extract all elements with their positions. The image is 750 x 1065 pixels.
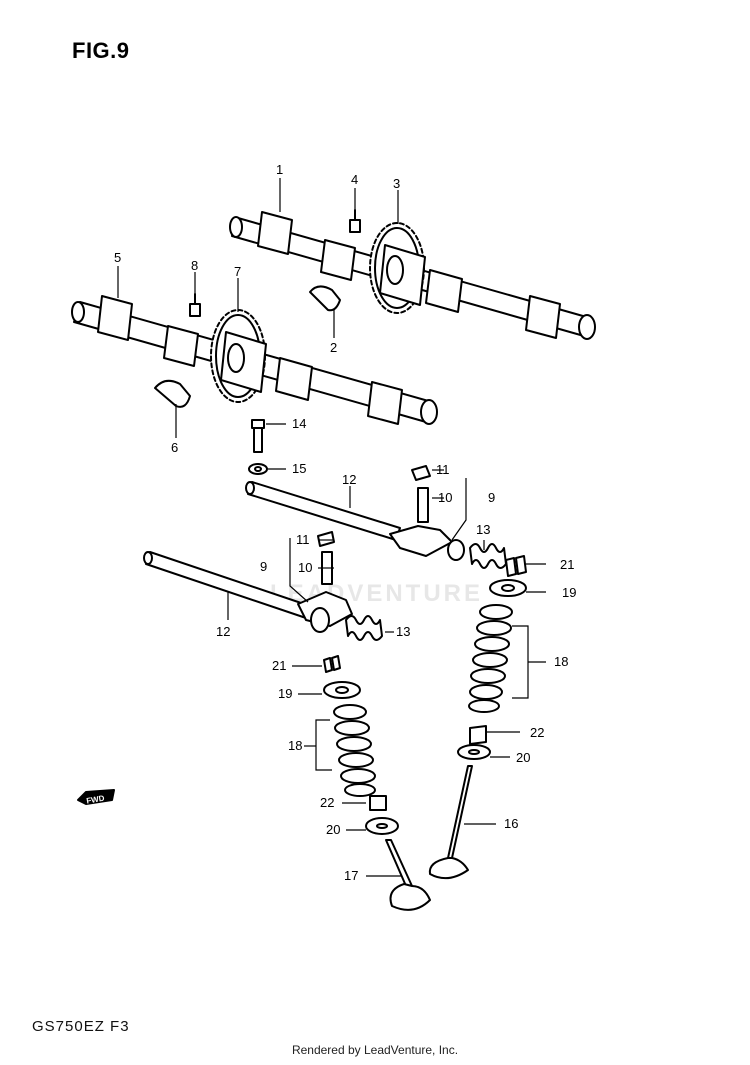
callout-9-upper: 9 (488, 490, 495, 505)
callout-14: 14 (292, 416, 306, 431)
valve-spring-upper (468, 604, 513, 713)
callout-22-upper: 22 (530, 725, 544, 740)
callout-2: 2 (330, 340, 337, 355)
callout-19-lower: 19 (278, 686, 292, 701)
callout-21-lower: 21 (272, 658, 286, 673)
model-code: GS750EZ F3 (32, 1018, 130, 1035)
callout-11-lower: 11 (296, 532, 310, 547)
callout-20-upper: 20 (516, 750, 530, 765)
callout-9-lower: 9 (260, 559, 267, 574)
seal-lower (369, 795, 387, 811)
callout-labels: 1 2 3 4 5 6 7 8 9 9 10 10 11 11 12 12 13… (86, 162, 577, 883)
clip-2 (309, 285, 341, 312)
spring-13-lower (345, 615, 383, 641)
rocker-arm-lower (297, 591, 353, 633)
callout-18-upper: 18 (554, 654, 568, 669)
cotters-upper (505, 555, 527, 577)
callout-4: 4 (351, 172, 358, 187)
callout-15: 15 (292, 461, 306, 476)
callout-10-upper: 10 (438, 490, 452, 505)
callout-13-upper: 13 (476, 522, 490, 537)
bolt-4 (349, 209, 361, 233)
retainer-upper (489, 579, 527, 597)
rocker-shaft-lower (143, 551, 311, 619)
callout-3: 3 (393, 176, 400, 191)
seal-upper (469, 725, 487, 745)
callout-6: 6 (171, 440, 178, 455)
callout-13-lower: 13 (396, 624, 410, 639)
valve-17 (385, 839, 431, 911)
bolt-14 (251, 419, 265, 453)
leader-lines (117, 178, 546, 877)
callout-19-upper: 19 (562, 585, 576, 600)
figure-title: FIG.9 (72, 38, 130, 63)
callout-16: 16 (504, 816, 518, 831)
spring-13-upper (469, 543, 507, 569)
footer-credit: Rendered by LeadVenture, Inc. (291, 1043, 459, 1057)
callout-20-lower: 20 (326, 822, 340, 837)
callout-1: 1 (276, 162, 283, 177)
sprocket-upper (369, 222, 426, 314)
valve-16 (428, 765, 473, 880)
callout-22-lower: 22 (320, 795, 334, 810)
callout-18-lower: 18 (288, 738, 302, 753)
callout-7: 7 (234, 264, 241, 279)
callout-12-lower: 12 (216, 624, 230, 639)
callout-8: 8 (191, 258, 198, 273)
rocker-shaft-upper (245, 481, 401, 541)
valve-spring-lower (333, 704, 376, 797)
retainer-lower (323, 681, 361, 699)
callout-10-lower: 10 (298, 560, 312, 575)
callout-21-upper: 21 (560, 557, 574, 572)
rocker-arm-upper (389, 525, 465, 561)
fwd-label: FWD (86, 794, 106, 806)
seat-lower (365, 817, 399, 835)
callout-5: 5 (114, 250, 121, 265)
sprocket-lower (210, 309, 267, 403)
clip-6 (154, 379, 191, 408)
adjuster-upper (411, 465, 431, 523)
fwd-arrow-icon (77, 789, 115, 805)
bolt-8 (189, 293, 201, 317)
cotters-lower (323, 655, 341, 673)
washer-15 (248, 463, 268, 475)
callout-11-upper: 11 (436, 462, 450, 477)
seat-upper (457, 744, 491, 760)
callout-17: 17 (344, 868, 358, 883)
callout-12-upper: 12 (342, 472, 356, 487)
